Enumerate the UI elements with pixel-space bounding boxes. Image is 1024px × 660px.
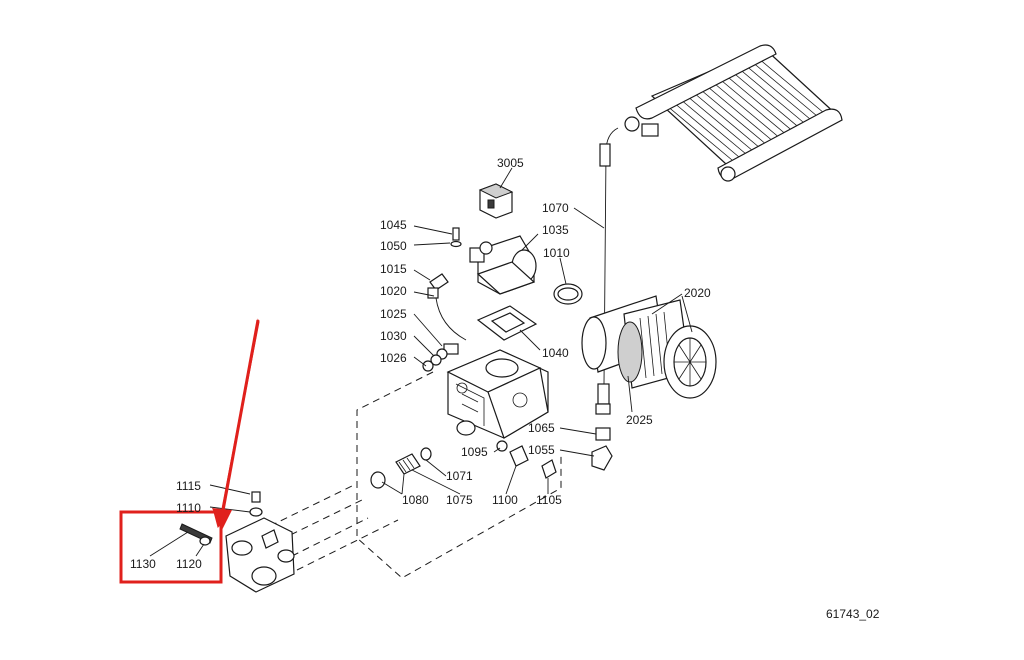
oil-cooler	[624, 44, 843, 182]
label-1030: 1030	[380, 329, 407, 343]
air-filter-assembly	[581, 295, 717, 399]
fitting-1065	[595, 427, 611, 441]
leader-lines	[149, 167, 693, 557]
highlight-annotation	[119, 318, 260, 584]
seal-ring-1110	[249, 507, 263, 517]
label-1105: 1105	[536, 493, 562, 507]
hose-1070	[595, 127, 619, 415]
screw-1045	[450, 227, 462, 248]
label-1015: 1015	[380, 262, 407, 276]
label-1110: 1110	[176, 501, 201, 515]
seal-1026	[422, 360, 434, 372]
label-1071: 1071	[446, 469, 473, 483]
label-2020: 2020	[684, 286, 711, 300]
plug-1115	[251, 491, 261, 503]
connector-1105	[541, 459, 557, 479]
label-3005: 3005	[497, 156, 524, 170]
sensor-1100	[509, 445, 529, 467]
label-1080: 1080	[402, 493, 429, 507]
label-1130: 1130	[130, 557, 156, 571]
highlight-box	[119, 510, 223, 584]
valve-body	[225, 517, 295, 593]
regulator-housing-1035	[469, 235, 537, 295]
hose-clamp-1010	[553, 283, 583, 305]
drawing-number: 61743_02	[826, 607, 880, 621]
label-1040: 1040	[542, 346, 569, 360]
label-1115: 1115	[176, 479, 201, 493]
highlight-arrow-head	[212, 508, 232, 530]
nut-1030	[430, 354, 442, 366]
label-2025: 2025	[626, 413, 653, 427]
label-1050: 1050	[380, 239, 407, 253]
nut-1120	[199, 536, 211, 546]
assembly-dashed-lines	[269, 371, 562, 579]
label-1065: 1065	[528, 421, 555, 435]
elbow-1055	[591, 445, 613, 471]
label-1026: 1026	[380, 351, 407, 365]
label-1035: 1035	[542, 223, 569, 237]
o-ring-1080	[370, 471, 386, 489]
label-1020: 1020	[380, 284, 407, 298]
label-1010: 1010	[543, 246, 570, 260]
label-1070: 1070	[542, 201, 569, 215]
label-1100: 1100	[492, 493, 518, 507]
part-labels: 3005 1045 1050 1070 1035 1015 1010 1020 …	[130, 156, 711, 571]
label-1025: 1025	[380, 307, 407, 321]
seal-1071	[420, 447, 432, 461]
gasket-1040	[476, 305, 538, 341]
nipple-1075	[395, 453, 421, 475]
elbow-1015	[427, 273, 449, 299]
label-1075: 1075	[446, 493, 473, 507]
label-1045: 1045	[380, 218, 407, 232]
solenoid-valve-3005	[478, 183, 514, 219]
label-1120: 1120	[176, 557, 202, 571]
pipe-1020	[435, 297, 467, 341]
compressor-block	[446, 349, 549, 439]
label-1095: 1095	[461, 445, 488, 459]
highlight-arrow-line	[220, 319, 260, 517]
label-1055: 1055	[528, 443, 555, 457]
